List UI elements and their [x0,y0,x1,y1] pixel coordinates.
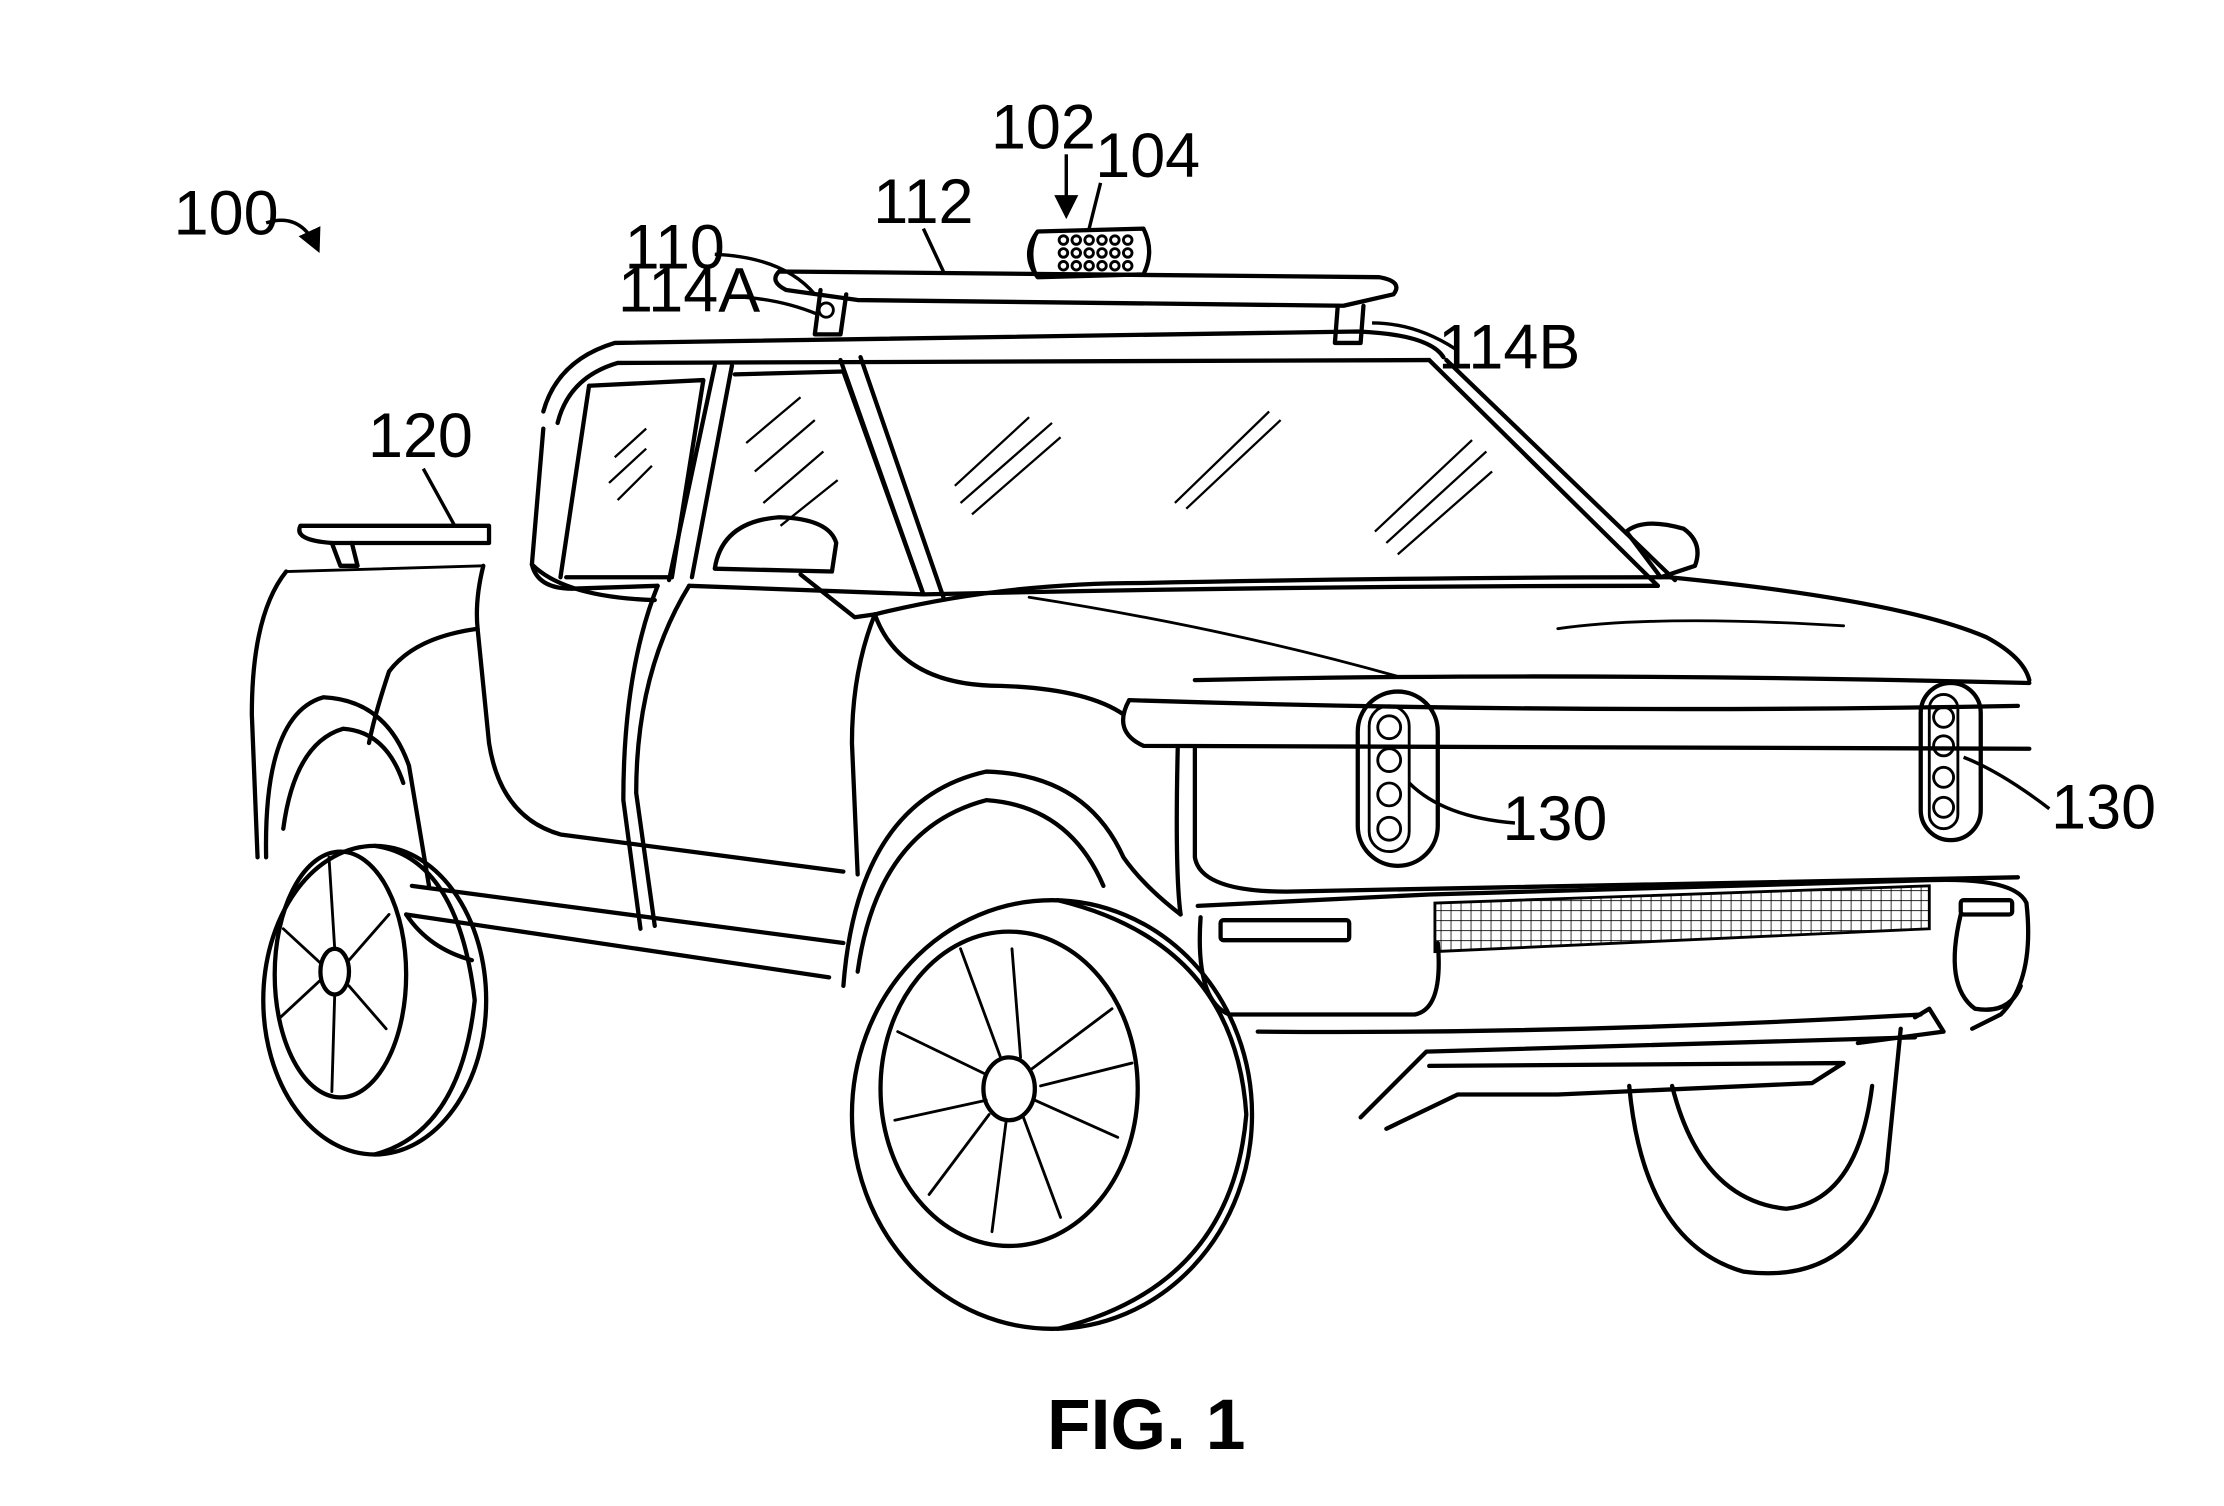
roof-support-b [1332,303,1366,346]
label-sensor-array: 104 [1095,121,1200,191]
front-light-right [1918,680,1983,843]
label-sensor-assembly: 102 [991,93,1096,163]
label-support-b: 114B [1438,313,1580,383]
hood-and-front [872,575,2032,1131]
label-front-light-left: 130 [1502,784,1607,854]
glass-reflections [608,396,1493,556]
leader-lines [265,154,2051,825]
rear-wheel [261,843,489,1157]
front-fender-arch [841,769,1183,989]
sensor-assembly [1026,226,1152,280]
roof-crossbar [773,269,1399,308]
label-mount: 110 [625,213,725,283]
label-support-a: 114A [618,255,760,325]
label-vehicle: 100 [174,178,279,248]
bed-rail [284,523,492,573]
front-left-wheel [849,898,1255,1331]
front-right-wheel [1627,1026,1903,1276]
label-front-light-right: 130 [2051,773,2156,843]
roof-support-a [812,287,849,337]
front-light-left [1355,689,1440,869]
figure-caption: FIG. 1 [1047,1385,1245,1465]
label-crossbar: 112 [873,167,973,237]
side-body [249,562,877,980]
sensor-array [1057,234,1134,272]
label-bed-rail: 120 [368,401,473,471]
